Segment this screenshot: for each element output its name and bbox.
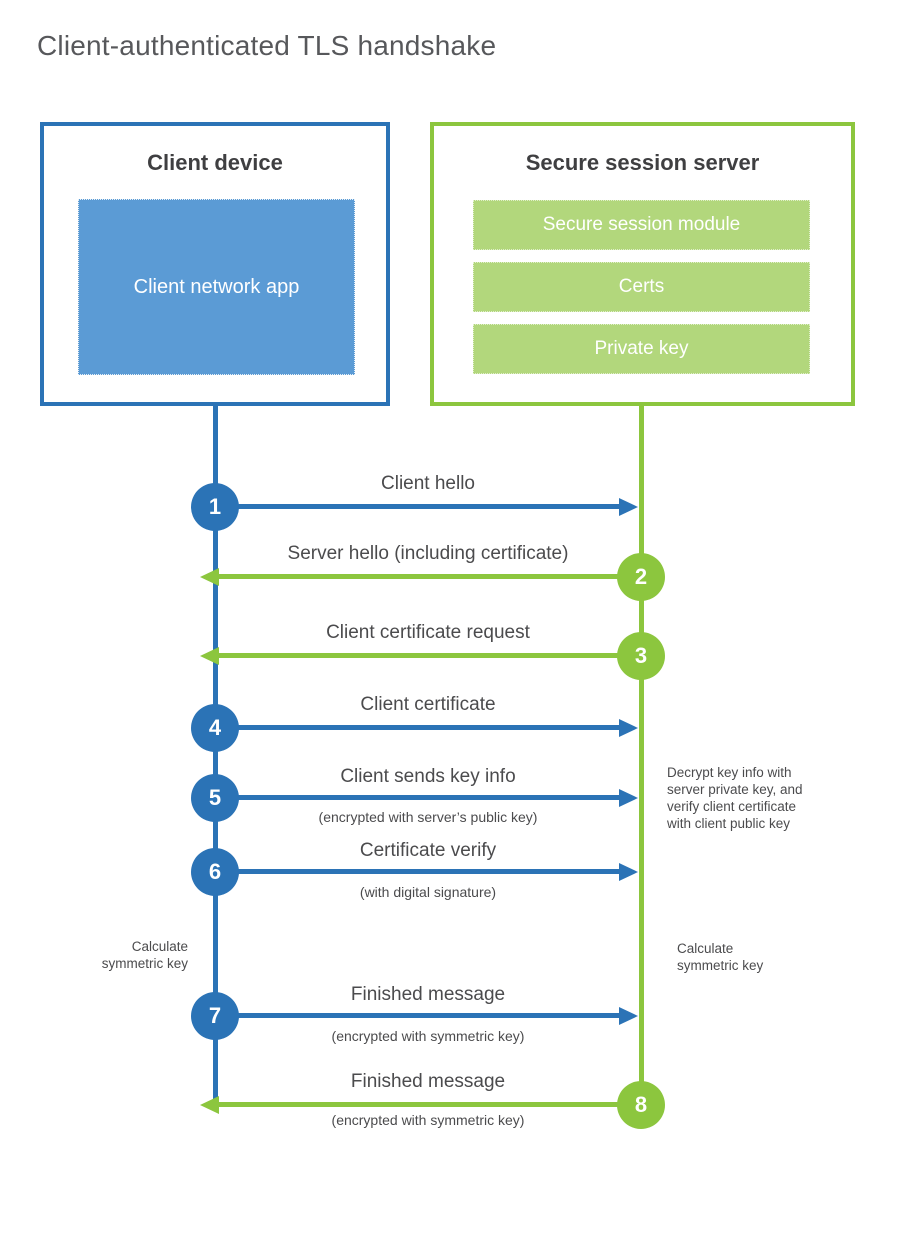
step-5-arrow-line (215, 795, 620, 800)
client-lifeline (213, 405, 218, 1107)
step-2-badge: 2 (617, 553, 665, 601)
step-4-badge: 4 (191, 704, 239, 752)
step-7-label: Finished message (350, 984, 506, 1005)
secure-session-server-title: Secure session server (525, 150, 760, 175)
arrow-left-icon (200, 568, 219, 586)
step-2-arrow-line (217, 574, 641, 579)
arrow-right-icon (619, 498, 638, 516)
step-3-badge: 3 (617, 632, 665, 680)
arrow-right-icon (619, 1007, 638, 1025)
step-8-sublabel: (encrypted with symmetric key) (331, 1112, 525, 1128)
step-6-badge: 6 (191, 848, 239, 896)
step-1-arrow-line (215, 504, 620, 509)
step-8-arrow-line (217, 1102, 641, 1107)
step-3-label: Client certificate request (326, 622, 530, 643)
arrow-right-icon (619, 719, 638, 737)
step-8-label: Finished message (350, 1071, 506, 1092)
note-calculate-symmetric-key-server: Calculate symmetric key (677, 941, 764, 973)
note-calculate-symmetric-key-client: Calculate symmetric key (101, 939, 188, 971)
client-device-title: Client device (147, 150, 283, 175)
step-7-badge: 7 (191, 992, 239, 1040)
server-module-private-key: Private key (473, 324, 810, 374)
step-8-badge: 8 (617, 1081, 665, 1129)
note-decrypt-key-info: Decrypt key info with server private key… (667, 765, 803, 831)
arrow-right-icon (619, 789, 638, 807)
step-7-sublabel: (encrypted with symmetric key) (331, 1028, 525, 1044)
server-module-certs: Certs (473, 262, 810, 312)
step-3-arrow-line (217, 653, 641, 658)
step-1-label: Client hello (381, 473, 475, 494)
server-lifeline (639, 405, 644, 1105)
step-4-arrow-line (215, 725, 620, 730)
arrow-left-icon (200, 647, 219, 665)
step-6-sublabel: (with digital signature) (359, 884, 497, 900)
step-6-arrow-line (215, 869, 620, 874)
step-5-label: Client sends key info (340, 766, 516, 787)
step-5-badge: 5 (191, 774, 239, 822)
step-5-sublabel: (encrypted with server’s public key) (318, 809, 538, 825)
step-6-label: Certificate verify (359, 840, 497, 861)
step-1-badge: 1 (191, 483, 239, 531)
server-module-secure-session: Secure session module (473, 200, 810, 250)
arrow-left-icon (200, 1096, 219, 1114)
page-title: Client-authenticated TLS handshake (37, 30, 497, 61)
step-7-arrow-line (215, 1013, 620, 1018)
step-4-label: Client certificate (360, 694, 496, 715)
step-2-label: Server hello (including certificate) (287, 543, 569, 564)
client-network-app-box: Client network app (78, 199, 355, 375)
client-network-app-label: Client network app (133, 275, 300, 298)
arrow-right-icon (619, 863, 638, 881)
